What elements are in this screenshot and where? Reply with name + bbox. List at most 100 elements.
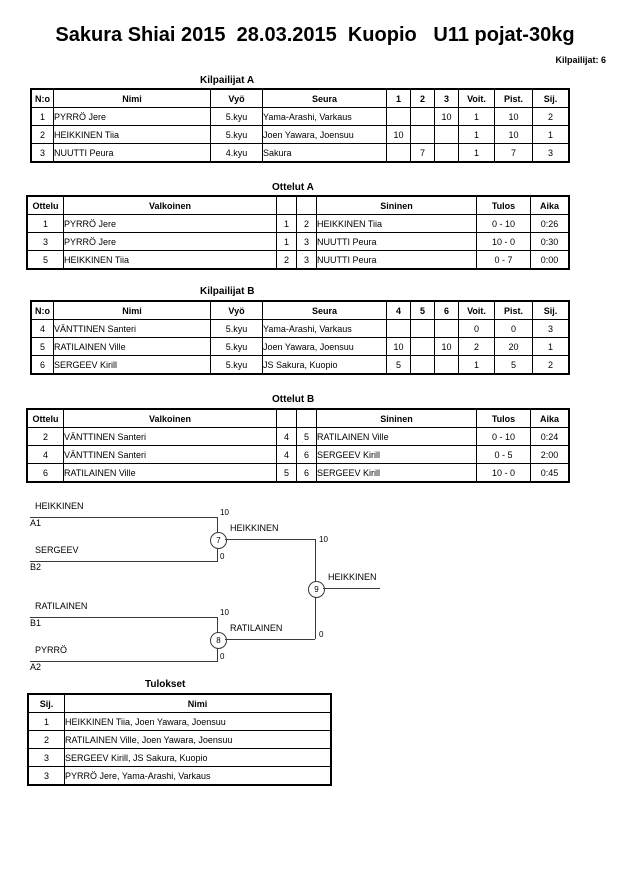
cell-belt: 5.kyu bbox=[210, 125, 263, 144]
cell-points: 10 bbox=[494, 107, 533, 126]
cell-m1: 5 bbox=[386, 355, 411, 374]
bracket-winner-name: RATILAINEN bbox=[230, 623, 283, 633]
cell-result: 0 - 10 bbox=[476, 427, 531, 446]
cell-rank: 3 bbox=[28, 766, 65, 785]
cell-name: PYRRÖ Jere, Yama-Arashi, Varkaus bbox=[64, 766, 331, 785]
elimination-bracket: HEIKKINEN A1 SERGEEV B2 10 0 7 HEIKKINEN… bbox=[0, 495, 630, 675]
cell-m3 bbox=[434, 355, 459, 374]
cell-no: 4 bbox=[31, 319, 54, 338]
cell-name: PYRRÖ Jere bbox=[53, 107, 211, 126]
col-m3: 6 bbox=[434, 301, 459, 320]
cell-m2 bbox=[410, 107, 435, 126]
cell-club: Yama-Arashi, Varkaus bbox=[262, 107, 387, 126]
col-name: Nimi bbox=[53, 301, 211, 320]
cell-name: RATILAINEN Ville bbox=[53, 337, 211, 356]
cell-m2 bbox=[410, 355, 435, 374]
results-table: Sij. Nimi 1 HEIKKINEN Tiia, Joen Yawara,… bbox=[28, 694, 331, 785]
col-belt: Vyö bbox=[210, 301, 263, 320]
cell-m2 bbox=[410, 337, 435, 356]
cell-white: PYRRÖ Jere bbox=[63, 214, 277, 233]
cell-rank: 3 bbox=[532, 319, 569, 338]
bracket-entry-line bbox=[30, 517, 217, 518]
col-m1: 1 bbox=[386, 89, 411, 108]
col-white: Valkoinen bbox=[63, 409, 277, 428]
cell-no: 1 bbox=[31, 107, 54, 126]
cell-time: 0:26 bbox=[530, 214, 569, 233]
table-row: 3 NUUTTI Peura 4.kyu Sakura 7 1 7 3 bbox=[31, 143, 569, 162]
table-row: 2 HEIKKINEN Tiia 5.kyu Joen Yawara, Joen… bbox=[31, 125, 569, 144]
table-row: 5 HEIKKINEN Tiia 2 3 NUUTTI Peura 0 - 7 … bbox=[27, 250, 569, 269]
cell-rank: 2 bbox=[532, 107, 569, 126]
cell-blue-no: 6 bbox=[296, 463, 317, 482]
cell-belt: 5.kyu bbox=[210, 107, 263, 126]
bracket-winner-line bbox=[225, 539, 315, 540]
cell-m3 bbox=[434, 125, 459, 144]
cell-rank: 1 bbox=[532, 337, 569, 356]
bracket-score-top: 10 bbox=[220, 508, 229, 517]
table-row: 5 RATILAINEN Ville 5.kyu Joen Yawara, Jo… bbox=[31, 337, 569, 356]
cell-blue: NUUTTI Peura bbox=[316, 232, 477, 251]
cell-club: JS Sakura, Kuopio bbox=[262, 355, 387, 374]
cell-club: Joen Yawara, Joensuu bbox=[262, 125, 387, 144]
cell-white-no: 4 bbox=[276, 445, 297, 464]
cell-points: 7 bbox=[494, 143, 533, 162]
table-header-row: Ottelu Valkoinen Sininen Tulos Aika bbox=[27, 409, 569, 428]
col-blue-no bbox=[296, 409, 317, 428]
col-club: Seura bbox=[262, 89, 387, 108]
bracket-score-top: 10 bbox=[220, 608, 229, 617]
col-name: Nimi bbox=[64, 694, 331, 713]
cell-time: 0:45 bbox=[530, 463, 569, 482]
cell-white: VÄNTTINEN Santeri bbox=[63, 427, 277, 446]
cell-m2 bbox=[410, 319, 435, 338]
cell-rank: 1 bbox=[532, 125, 569, 144]
cell-rank: 2 bbox=[28, 730, 65, 749]
cell-no: 3 bbox=[31, 143, 54, 162]
bracket-entry-line bbox=[30, 561, 217, 562]
col-m2: 2 bbox=[410, 89, 435, 108]
col-m3: 3 bbox=[434, 89, 459, 108]
cell-club: Yama-Arashi, Varkaus bbox=[262, 319, 387, 338]
col-rank: Sij. bbox=[532, 89, 569, 108]
col-blue-no bbox=[296, 196, 317, 215]
cell-rank: 3 bbox=[28, 748, 65, 767]
pool-b-caption: Kilpailijat B bbox=[200, 286, 255, 297]
cell-blue: SERGEEV Kirill bbox=[316, 463, 477, 482]
cell-blue: HEIKKINEN Tiia bbox=[316, 214, 477, 233]
cell-match-no: 4 bbox=[27, 445, 64, 464]
col-m2: 5 bbox=[410, 301, 435, 320]
cell-name: NUUTTI Peura bbox=[53, 143, 211, 162]
cell-wins: 1 bbox=[458, 355, 495, 374]
table-row: 4 VÄNTTINEN Santeri 5.kyu Yama-Arashi, V… bbox=[31, 319, 569, 338]
cell-white-no: 2 bbox=[276, 250, 297, 269]
col-points: Pist. bbox=[494, 89, 533, 108]
bracket-champion-name: HEIKKINEN bbox=[328, 572, 377, 582]
table-row: 1 HEIKKINEN Tiia, Joen Yawara, Joensuu bbox=[28, 712, 331, 731]
cell-result: 10 - 0 bbox=[476, 463, 531, 482]
cell-white-no: 4 bbox=[276, 427, 297, 446]
cell-wins: 0 bbox=[458, 319, 495, 338]
col-blue: Sininen bbox=[316, 196, 477, 215]
cell-white: PYRRÖ Jere bbox=[63, 232, 277, 251]
cell-m2 bbox=[410, 125, 435, 144]
cell-white-no: 5 bbox=[276, 463, 297, 482]
cell-blue-no: 3 bbox=[296, 250, 317, 269]
cell-name: VÄNTTINEN Santeri bbox=[53, 319, 211, 338]
bracket-entry-name: HEIKKINEN bbox=[35, 501, 84, 511]
cell-result: 10 - 0 bbox=[476, 232, 531, 251]
bracket-winner-name: HEIKKINEN bbox=[230, 523, 279, 533]
cell-rank: 1 bbox=[28, 712, 65, 731]
cell-result: 0 - 5 bbox=[476, 445, 531, 464]
cell-points: 5 bbox=[494, 355, 533, 374]
cell-m3: 10 bbox=[434, 337, 459, 356]
cell-m1 bbox=[386, 143, 411, 162]
cell-belt: 5.kyu bbox=[210, 337, 263, 356]
col-time: Aika bbox=[530, 196, 569, 215]
col-result: Tulos bbox=[476, 196, 531, 215]
cell-name: SERGEEV Kirill bbox=[53, 355, 211, 374]
col-match-no: Ottelu bbox=[27, 409, 64, 428]
cell-blue: NUUTTI Peura bbox=[316, 250, 477, 269]
bracket-score-bottom: 0 bbox=[220, 652, 225, 661]
cell-m3 bbox=[434, 143, 459, 162]
cell-m3: 10 bbox=[434, 107, 459, 126]
cell-wins: 1 bbox=[458, 107, 495, 126]
